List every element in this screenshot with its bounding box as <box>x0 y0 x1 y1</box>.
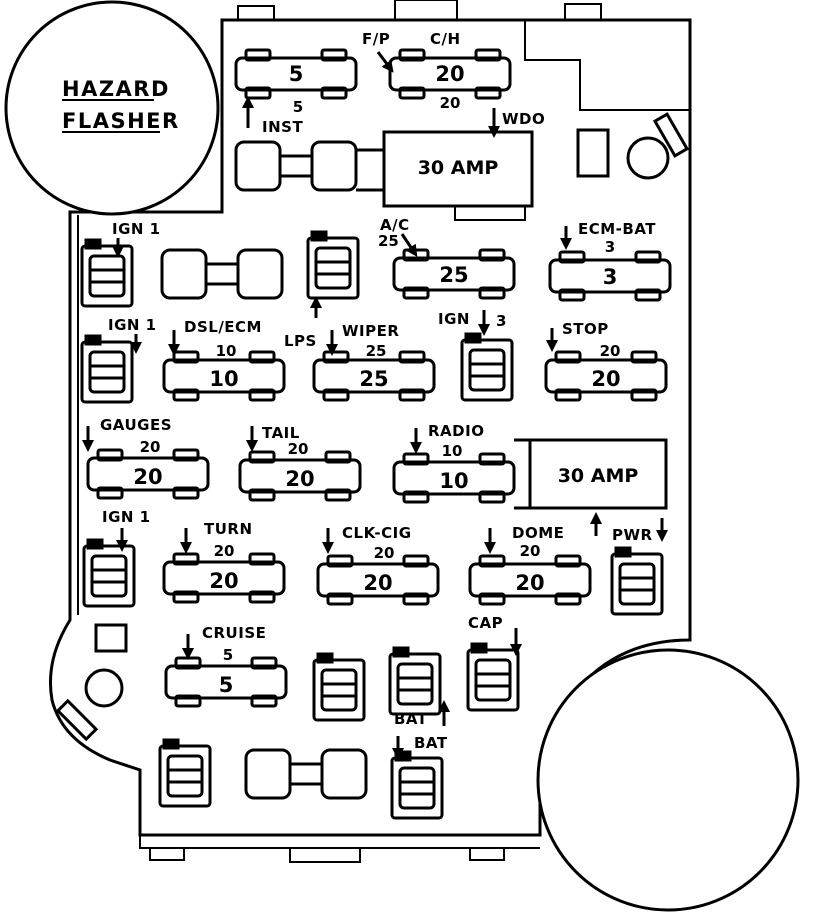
fuse-ac-value: 25 <box>439 263 468 287</box>
fuse-dsl-ecm-label: DSL/ECM <box>184 318 262 336</box>
relay-bat2[interactable] <box>390 750 444 820</box>
mount-tab <box>469 847 505 861</box>
fuse-clk-cig-rating: 20 <box>374 544 395 562</box>
side-clip <box>652 112 690 158</box>
breaker-pwr-label: PWR <box>612 526 653 544</box>
relay-lps[interactable] <box>306 230 360 300</box>
relay-pwr[interactable] <box>610 546 664 616</box>
round-connector <box>536 648 800 912</box>
ign3-label: IGN <box>438 310 470 328</box>
relay-ign1-c[interactable] <box>82 538 136 608</box>
fuse-ac-label: A/C <box>380 216 410 234</box>
fuse-dome-value: 20 <box>515 571 544 595</box>
cap-label: CAP <box>468 614 503 632</box>
ign1-b-label: IGN 1 <box>108 316 157 334</box>
fuse-lps-label: LPS <box>284 332 317 350</box>
fuse-dsl-ecm-value: 10 <box>209 367 238 391</box>
fuse-tail-value: 20 <box>285 467 314 491</box>
fuse-radio-value: 10 <box>439 469 468 493</box>
fuse-clk-cig-label: CLK-CIG <box>342 524 412 542</box>
fuse-radio-label: RADIO <box>428 422 484 440</box>
breaker-pwr-value: 30 AMP <box>558 465 639 487</box>
fuse-clk-cig-value: 20 <box>363 571 392 595</box>
fuse-ecm-bat-value: 3 <box>603 265 618 289</box>
fuse-gauges-value: 20 <box>133 465 162 489</box>
fuse-cruise-rating: 5 <box>223 646 233 664</box>
breaker-wdo-value: 30 AMP <box>418 157 499 179</box>
fuse-inst-rating: 5 <box>293 98 303 116</box>
fuse-ac-rating: 25 <box>378 232 399 250</box>
bat2-label: BAT <box>414 734 448 752</box>
panel-top-right-notch <box>524 20 690 111</box>
relay-row6-a[interactable] <box>312 652 366 722</box>
ign1-a-label: IGN 1 <box>112 220 161 238</box>
relay-ign1-a[interactable] <box>80 238 134 308</box>
side-clip <box>55 698 99 742</box>
fuse-radio-rating: 10 <box>442 442 463 460</box>
fuse-stop-label: STOP <box>562 320 609 338</box>
hazard-flasher-line2: FLASHER <box>62 109 180 133</box>
breaker-wdo-label: WDO <box>502 110 545 128</box>
mounting-hole <box>626 136 670 180</box>
fuse-wiper-rating: 25 <box>366 342 387 360</box>
relay-cap[interactable] <box>466 642 520 712</box>
fuse-stop-value: 20 <box>591 367 620 391</box>
fuse-cruise-value: 5 <box>219 673 234 697</box>
relay-ign1-b[interactable] <box>80 334 134 404</box>
ign3-num: 3 <box>496 312 507 330</box>
fuse-ch-rating: 20 <box>440 94 461 112</box>
fuse-dome-label: DOME <box>512 524 564 542</box>
fuse-ch-value: 20 <box>435 62 464 86</box>
fuse-tail-label: TAIL <box>262 424 300 442</box>
fuse-inst-value: 5 <box>289 62 304 86</box>
panel-bottom-edge <box>139 835 540 849</box>
mount-tab <box>237 5 275 21</box>
fuse-turn-rating: 20 <box>214 542 235 560</box>
mount-tab <box>289 847 361 863</box>
link-fuse-row2 <box>160 248 284 300</box>
relay-ign3[interactable] <box>460 332 514 402</box>
link-fuse-wdo <box>234 140 358 192</box>
hazard-flasher-line1: HAZARD <box>62 77 170 101</box>
fuse-fp-label: F/P <box>362 30 390 48</box>
relay-row7-a[interactable] <box>158 738 212 808</box>
link-fuse-row7 <box>244 748 368 800</box>
fuse-stop-rating: 20 <box>600 342 621 360</box>
fuse-inst-label: INST <box>262 118 303 136</box>
fuse-wiper-label: WIPER <box>342 322 399 340</box>
fuse-ch-label: C/H <box>430 30 461 48</box>
fuse-turn-value: 20 <box>209 569 238 593</box>
ign1-c-label: IGN 1 <box>102 508 151 526</box>
fuse-gauges-rating: 20 <box>140 438 161 456</box>
side-clip <box>94 623 128 653</box>
fuse-ecm-bat-label: ECM-BAT <box>578 220 656 238</box>
fuse-wiper-value: 25 <box>359 367 388 391</box>
fuse-ecm-bat-rating: 3 <box>605 238 615 256</box>
panel-outline <box>48 18 692 837</box>
mount-tab <box>149 847 185 861</box>
fuse-gauges-label: GAUGES <box>100 416 172 434</box>
fuse-dsl-ecm-rating: 10 <box>216 342 237 360</box>
hazard-flasher <box>4 0 220 216</box>
fuse-turn-label: TURN <box>204 520 253 538</box>
mount-tab <box>394 0 458 21</box>
relay-bat1[interactable] <box>388 646 442 716</box>
bat1-label: BAT <box>394 710 428 728</box>
fuse-cruise-label: CRUISE <box>202 624 266 642</box>
fuse-tail-rating: 20 <box>288 440 309 458</box>
side-clip <box>576 128 610 178</box>
mounting-hole <box>84 668 124 708</box>
mount-tab <box>564 3 602 21</box>
breaker-pwr[interactable] <box>528 438 668 510</box>
fuse-dome-rating: 20 <box>520 542 541 560</box>
